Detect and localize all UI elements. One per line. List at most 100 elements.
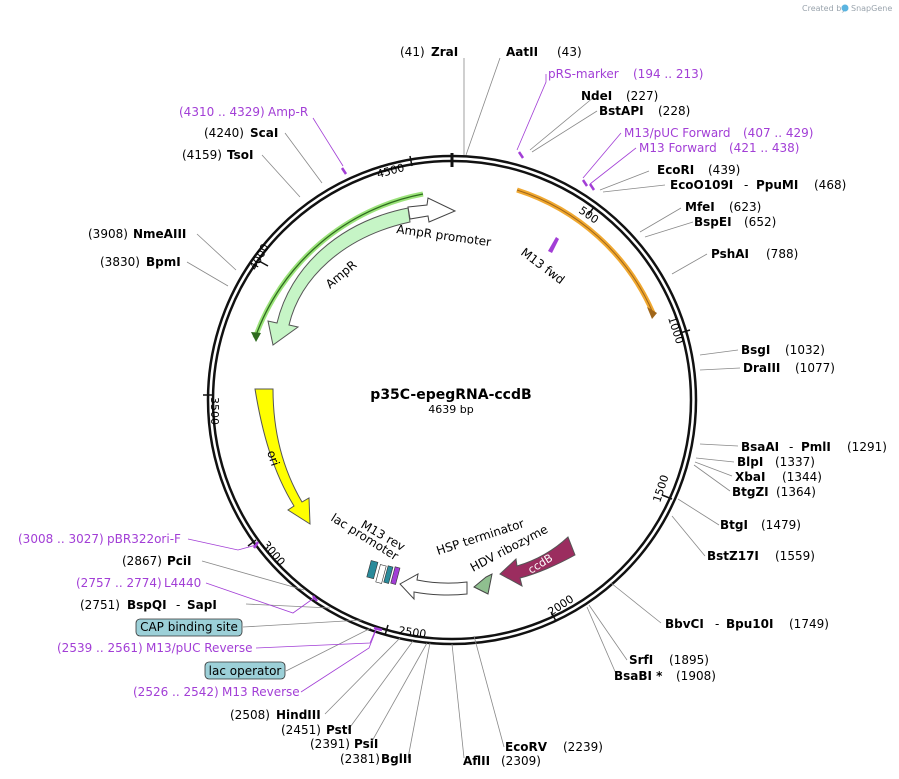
site-btgzi-pos: (1364) — [776, 485, 816, 499]
site-mfei: MfeI — [685, 200, 715, 214]
site-blpi: BlpI — [737, 455, 763, 469]
site-bspei-pos: (652) — [744, 215, 776, 229]
tick-1500 — [661, 494, 673, 500]
site-xbai: XbaI — [735, 470, 765, 484]
site-scai-pos: (4240) — [204, 126, 244, 140]
site-bbvci: BbvCI — [665, 617, 704, 631]
site-sapi: SapI — [187, 598, 217, 612]
snapgene-credit: Created by SnapGene — [802, 4, 892, 13]
primer-m13-rev-range: (2526 .. 2542) — [133, 685, 219, 699]
site-hindiii-pos: (2508) — [230, 708, 270, 722]
tick-2500 — [384, 624, 389, 636]
ampr-promoter-arrow — [407, 197, 457, 223]
site-bspqi: BspQI — [127, 598, 167, 612]
site-aatii-pos: (43) — [557, 45, 582, 59]
site-aflii: AflII — [463, 754, 490, 768]
tick-2000 — [550, 611, 557, 622]
site-pcii: PciI — [167, 554, 192, 568]
site-labels: (41) ZraI AatII (43) NdeI (227) BstAPI (… — [80, 45, 887, 768]
tick-3000 — [247, 539, 257, 547]
site-bstz17i-pos: (1559) — [775, 549, 815, 563]
primer-m13-fwd: M13 Forward — [639, 141, 717, 155]
primer-m13puc-fwd: M13/pUC Forward — [624, 126, 731, 140]
primer-l4440: L4440 — [164, 576, 201, 590]
cap-binding-site-label: CAP binding site — [140, 620, 238, 634]
site-psti: PstI — [326, 723, 352, 737]
site-bglii: BglII — [381, 752, 412, 766]
site-srfi-pos: (1895) — [669, 653, 709, 667]
hsp-terminator-arrow — [399, 573, 468, 601]
primer-mark-m13puc-fwd — [581, 179, 589, 187]
primer-m13-fwd-range: (421 .. 438) — [729, 141, 799, 155]
primer-ampr: Amp-R — [268, 105, 308, 119]
site-ecori: EcoRI — [657, 163, 694, 177]
snapgene-logo-icon — [841, 4, 849, 12]
feature-ampr-promoter: AmpR promoter — [396, 222, 492, 249]
site-bsaai-sep: - — [789, 440, 793, 454]
primer-prs-marker: pRS-marker — [548, 67, 619, 81]
tick-4000 — [258, 260, 269, 267]
credit-brand: SnapGene — [851, 4, 892, 13]
feature-ampr: AmpR — [323, 258, 359, 292]
site-ppumi: PpuMI — [756, 178, 798, 192]
site-bspqi-sep: - — [176, 598, 180, 612]
site-blpi-pos: (1337) — [775, 455, 815, 469]
primer-leader-lines — [187, 74, 637, 693]
primer-m13puc-fwd-range: (407 .. 429) — [743, 126, 813, 140]
feature-m13-fwd: M13 fwd — [518, 245, 567, 287]
site-aflii-pos: (2309) — [501, 754, 541, 768]
primer-prs-marker-range: (194 .. 213) — [633, 67, 703, 81]
primer-l4440-range: (2757 .. 2774) — [76, 576, 162, 590]
site-ecorv: EcoRV — [505, 740, 548, 754]
tick-label-2500: 2500 — [398, 624, 428, 641]
site-bsgi-pos: (1032) — [785, 343, 825, 357]
site-bpmi: BpmI — [146, 255, 181, 269]
ccdb-arrow — [499, 536, 576, 587]
site-pmli-pos: (1291) — [847, 440, 887, 454]
primer-mark-l4440 — [312, 595, 318, 602]
site-bstz17i: BstZ17I — [707, 549, 759, 563]
primer-mark-m13-fwd — [588, 183, 596, 191]
ampr-arrow — [267, 207, 411, 346]
site-bsaai: BsaAI — [741, 440, 779, 454]
site-bglii-pos: (2381) — [340, 752, 380, 766]
site-psii: PsiI — [354, 737, 378, 751]
primer-ampr-range: (4310 .. 4329) — [179, 105, 265, 119]
ori-arrow — [254, 388, 311, 525]
tick-marks — [203, 155, 691, 636]
site-ecori-pos: (439) — [708, 163, 740, 177]
site-psti-pos: (2451) — [281, 723, 321, 737]
site-bspqi-pos: (2751) — [80, 598, 120, 612]
hdv-ribozyme-arrow — [473, 573, 493, 595]
site-ndei-pos: (227) — [626, 89, 658, 103]
site-ecoo109i: EcoO109I — [670, 178, 733, 192]
feature-ori: ori — [264, 449, 282, 468]
site-zrai-pos: (41) — [400, 45, 425, 59]
m13-fwd-primer-mark — [548, 237, 559, 253]
site-tsoi: TsoI — [227, 148, 253, 162]
site-ppumi-pos: (468) — [814, 178, 846, 192]
credit-prefix: Created by — [802, 4, 846, 13]
tick-label-3500: 3500 — [208, 397, 221, 425]
primer-m13puc-rev-range: (2539 .. 2561) — [57, 641, 143, 655]
site-draiii-pos: (1077) — [795, 361, 835, 375]
site-draiii: DraIII — [743, 361, 780, 375]
primer-pbr322: pBR322ori-F — [107, 532, 181, 546]
site-nmeaiii: NmeAIII — [133, 227, 186, 241]
primer-m13puc-rev: M13/pUC Reverse — [146, 641, 253, 655]
site-ecoo109i-sep: - — [744, 178, 748, 192]
green-feature-arc — [251, 191, 424, 342]
site-pcii-pos: (2867) — [122, 554, 162, 568]
site-bsgi: BsgI — [741, 343, 770, 357]
site-bpu10i: Bpu10I — [726, 617, 773, 631]
site-btgi-pos: (1479) — [761, 518, 801, 532]
tick-label-2000: 2000 — [546, 592, 577, 618]
site-pmli: PmlI — [801, 440, 831, 454]
site-aatii: AatII — [506, 45, 538, 59]
tick-label-4500: 4500 — [375, 161, 405, 181]
site-bsabi-pos: (1908) — [676, 669, 716, 683]
tick-500 — [587, 206, 595, 216]
site-mfei-pos: (623) — [729, 200, 761, 214]
site-zrai: ZraI — [431, 45, 458, 59]
